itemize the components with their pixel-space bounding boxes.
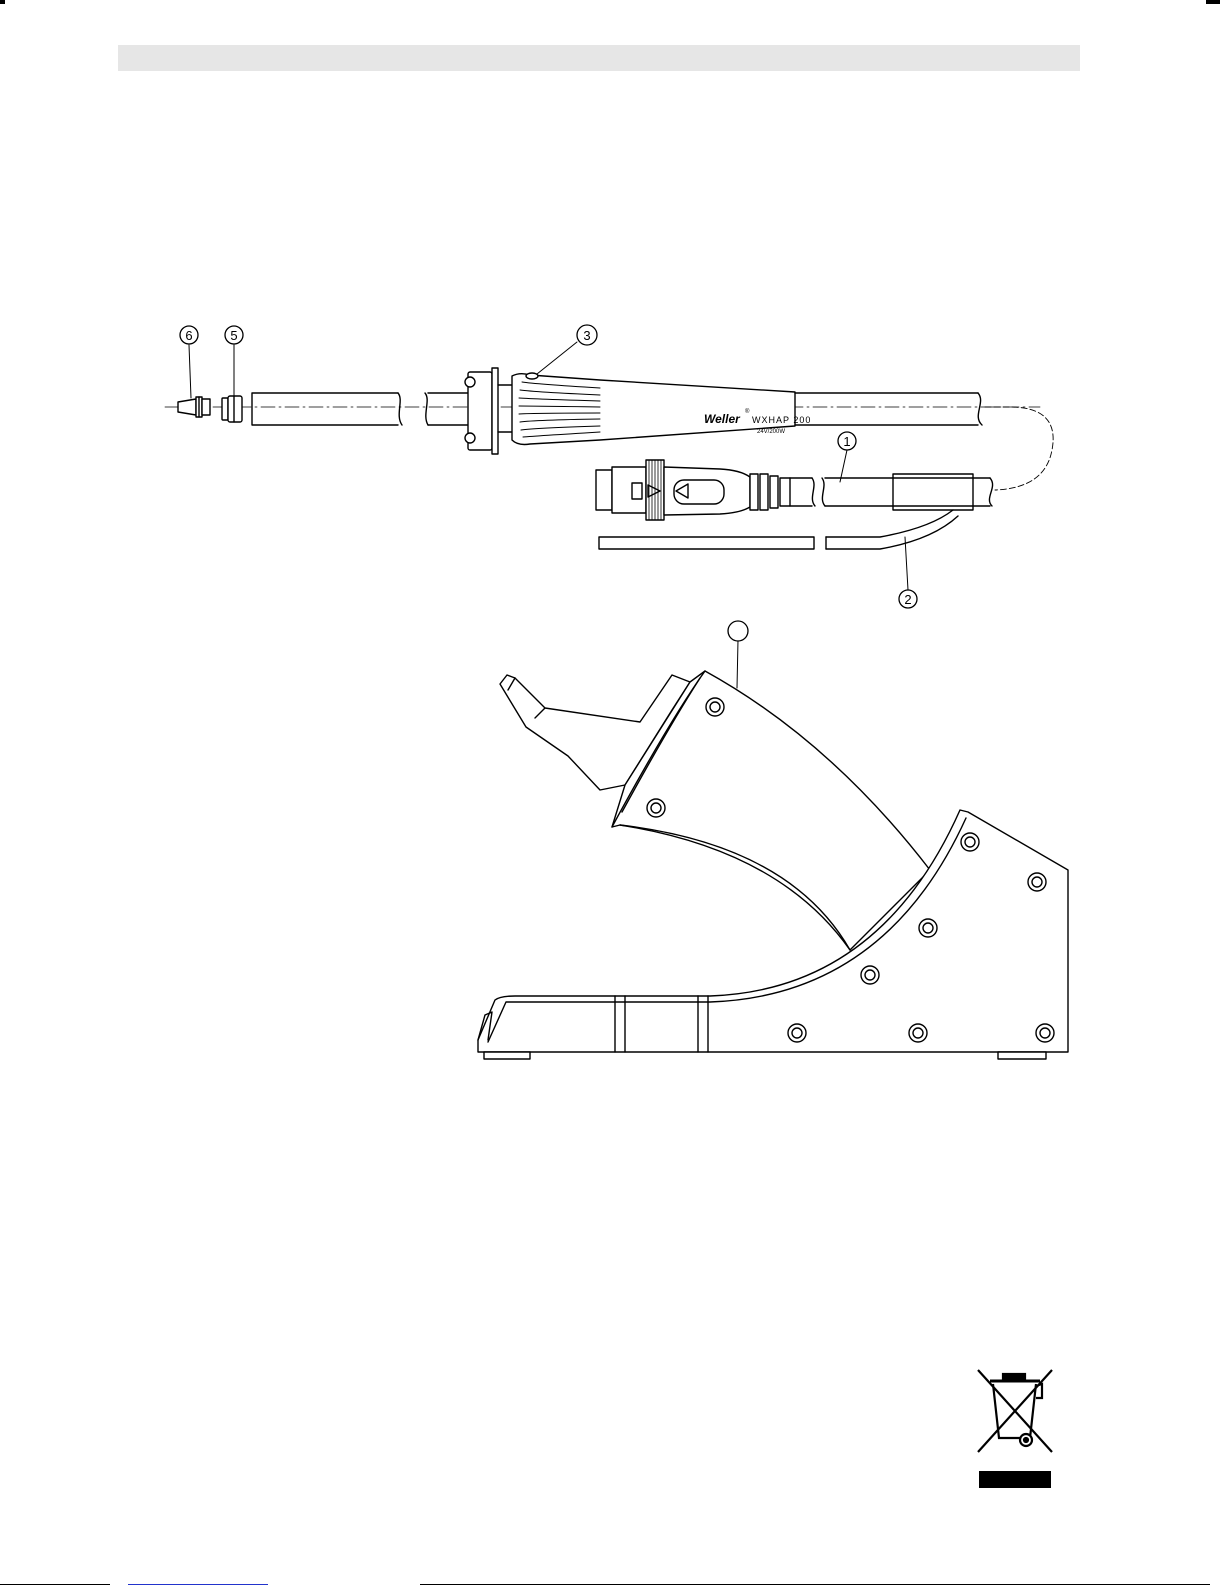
callout-4 xyxy=(728,621,748,641)
stand xyxy=(478,671,1068,1059)
heater-tube xyxy=(252,393,468,425)
svg-text:2: 2 xyxy=(904,592,911,607)
registered-mark: ® xyxy=(745,408,750,415)
callout-1: 1 xyxy=(838,432,856,450)
model-label: WXHAP 200 xyxy=(752,415,811,425)
brand-label: Weller xyxy=(704,412,741,426)
svg-text:6: 6 xyxy=(185,328,192,343)
callout-5: 5 xyxy=(225,326,243,344)
svg-text:1: 1 xyxy=(843,434,850,449)
weee-crossed-out-bin-icon xyxy=(978,1370,1052,1488)
callout-6: 6 xyxy=(180,326,198,344)
callout-3: 3 xyxy=(577,325,597,345)
svg-text:3: 3 xyxy=(583,328,590,343)
connector-plug xyxy=(596,460,993,520)
svg-text:5: 5 xyxy=(230,328,237,343)
handle-flange xyxy=(465,368,512,454)
callout-2: 2 xyxy=(899,590,917,608)
seal-ring xyxy=(222,396,242,422)
nozzle xyxy=(178,397,210,417)
cable-loop xyxy=(985,407,1053,490)
rating-label: 24V/200W xyxy=(757,429,785,435)
